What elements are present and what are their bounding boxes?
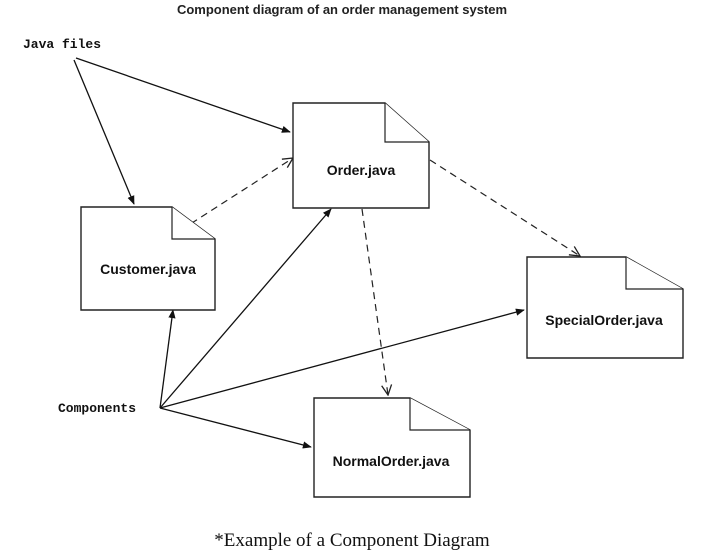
folded-corner-icon	[384, 103, 429, 143]
normalorder-java-label: NormalOrder.java	[333, 453, 450, 469]
edge-javafiles-to-customer	[73, 59, 135, 205]
diagram-title: Component diagram of an order management…	[177, 2, 507, 17]
edge-components-to-order	[159, 208, 332, 409]
edge-order-to-specialorder	[429, 159, 580, 256]
edge-components-to-customer	[159, 309, 176, 409]
edge-customer-to-order	[180, 158, 293, 231]
figure-caption: *Example of a Component Diagram	[214, 530, 490, 551]
java-files-label: Java files	[23, 37, 101, 52]
customer-java-label: Customer.java	[100, 261, 196, 277]
specialorder-java-component: SpecialOrder.java	[526, 256, 684, 359]
edge-order-to-normalorder	[361, 208, 388, 395]
edge-javafiles-to-order	[75, 57, 291, 133]
specialorder-java-label: SpecialOrder.java	[545, 312, 663, 328]
order-java-component: Order.java	[292, 102, 430, 209]
folded-corner-icon	[171, 207, 215, 240]
folded-corner-icon	[625, 257, 683, 290]
edge-components-to-specialorder	[159, 308, 525, 409]
edge-components-to-normalorder	[159, 407, 312, 449]
components-label: Components	[58, 401, 136, 416]
folded-corner-icon	[409, 398, 470, 431]
order-java-label: Order.java	[327, 162, 396, 178]
normalorder-java-component: NormalOrder.java	[313, 397, 471, 498]
customer-java-component: Customer.java	[80, 206, 216, 311]
